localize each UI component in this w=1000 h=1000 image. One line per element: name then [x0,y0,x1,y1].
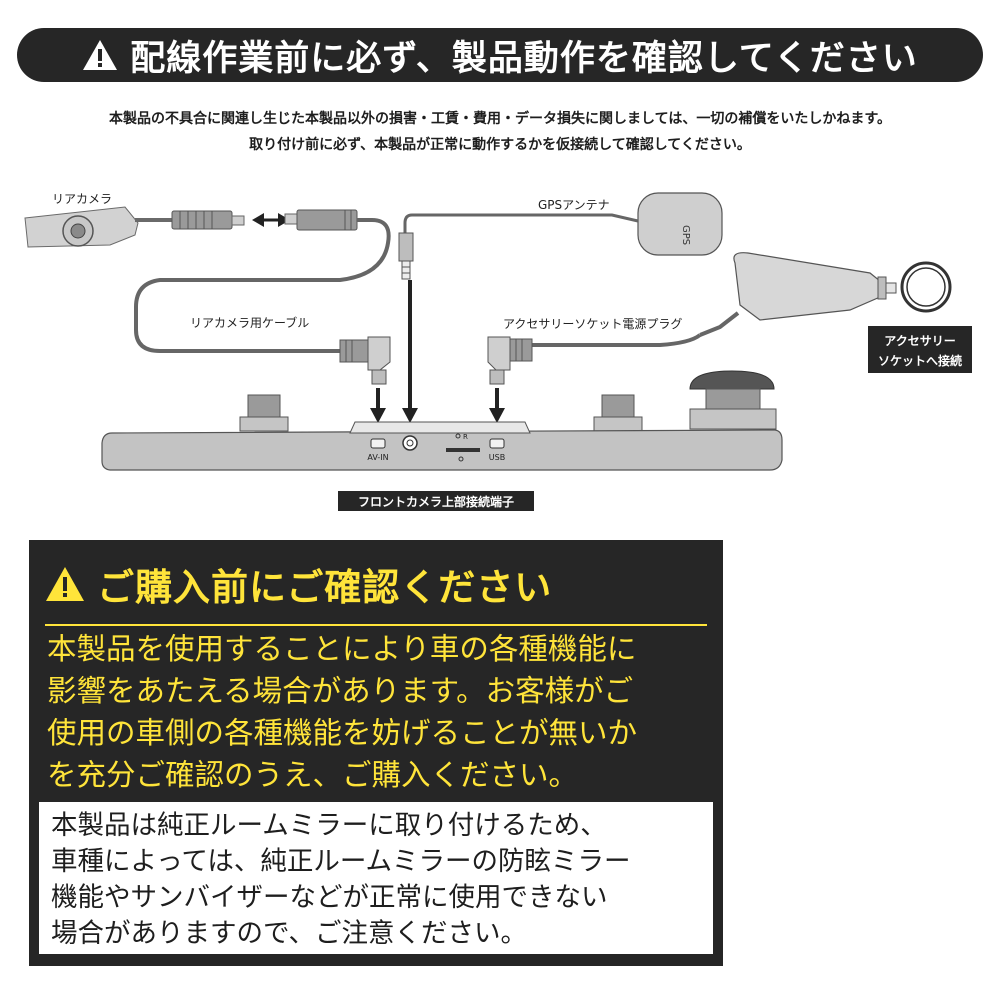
disclaimer-notice: 本製品の不具合に関連し生じた本製品以外の損害・工賃・費用・データ損失に関しまして… [0,106,1000,158]
socket-connect-line2: ソケットへ接続 [878,353,962,368]
purchase-title-row: ご購入前にご確認ください [45,552,552,616]
purchase-line: 影響をあたえる場合があります。お客様がご [47,674,634,708]
port-reset-label: R [463,433,468,441]
mirror-unit: AV-IN R USB [101,370,783,471]
accessory-power-plug [487,252,897,385]
warning-triangle-icon [46,567,84,601]
connect-double-arrow-icon [252,213,290,227]
down-arrow-icon [370,388,386,423]
purchase-line: 使用の車側の各種機能を妨げることが無いか [47,716,638,750]
down-arrow-icon [402,280,418,423]
purchase-caution-box: ご購入前にご確認ください 本製品を使用することにより車の各種機能に 影響をあたえ… [29,540,723,966]
wiring-diagram: リアカメラ リアカメラ用ケーブル GPS GPSアンテナ [24,192,972,511]
note-line: 車種によっては、純正ルームミラーの防眩ミラー [51,846,631,877]
notice-line-1: 本製品の不具合に関連し生じた本製品以外の損害・工賃・費用・データ損失に関しまして… [109,111,891,127]
title-divider [45,624,707,626]
note-line: 本製品は純正ルームミラーに取り付けるため、 [51,810,607,841]
purchase-line: 本製品を使用することにより車の各種機能に [47,632,637,666]
socket-connect-line1: アクセサリー [884,334,955,348]
gps-antenna-label: GPSアンテナ [538,198,610,212]
purchase-title: ご購入前にご確認ください [97,566,553,609]
accessory-socket-ring-icon [900,261,952,313]
rear-camera [24,206,245,248]
notice-line-2: 取り付け前に必ず、本製品が正常に動作するかを仮接続して確認してください。 [249,137,751,153]
banner-title: 配線作業前に必ず、製品動作を確認してください [130,38,918,79]
front-camera-terminal-tag [338,491,534,511]
gps-antenna: GPS [398,192,723,280]
accessory-plug-label: アクセサリーソケット電源プラグ [503,317,682,331]
gps-mark: GPS [680,225,691,245]
rear-camera-cable [134,209,391,385]
top-warning-banner: 配線作業前に必ず、製品動作を確認してください [17,28,983,82]
purchase-body: 本製品を使用することにより車の各種機能に 影響をあたえる場合があります。お客様が… [47,628,717,796]
port-av-in-label: AV-IN [367,453,388,462]
rear-camera-cable-label: リアカメラ用ケーブル [190,315,309,330]
note-line: 機能やサンバイザーなどが正常に使用できない [51,882,608,913]
purchase-line: を充分ご確認のうえ、ご購入ください。 [47,758,579,792]
note-line: 場合がありますので、ご注意ください。 [51,918,527,949]
mirror-note-box: 本製品は純正ルームミラーに取り付けるため、 車種によっては、純正ルームミラーの防… [39,802,713,954]
down-arrow-icon [489,388,505,423]
mirror-note-body: 本製品は純正ルームミラーに取り付けるため、 車種によっては、純正ルームミラーの防… [51,808,631,952]
front-camera-terminal-label: フロントカメラ上部接続端子 [358,494,514,509]
port-usb-label: USB [489,453,505,462]
socket-connect-tag [868,326,972,373]
rear-camera-label: リアカメラ [52,192,112,206]
warning-triangle-icon [83,40,118,70]
